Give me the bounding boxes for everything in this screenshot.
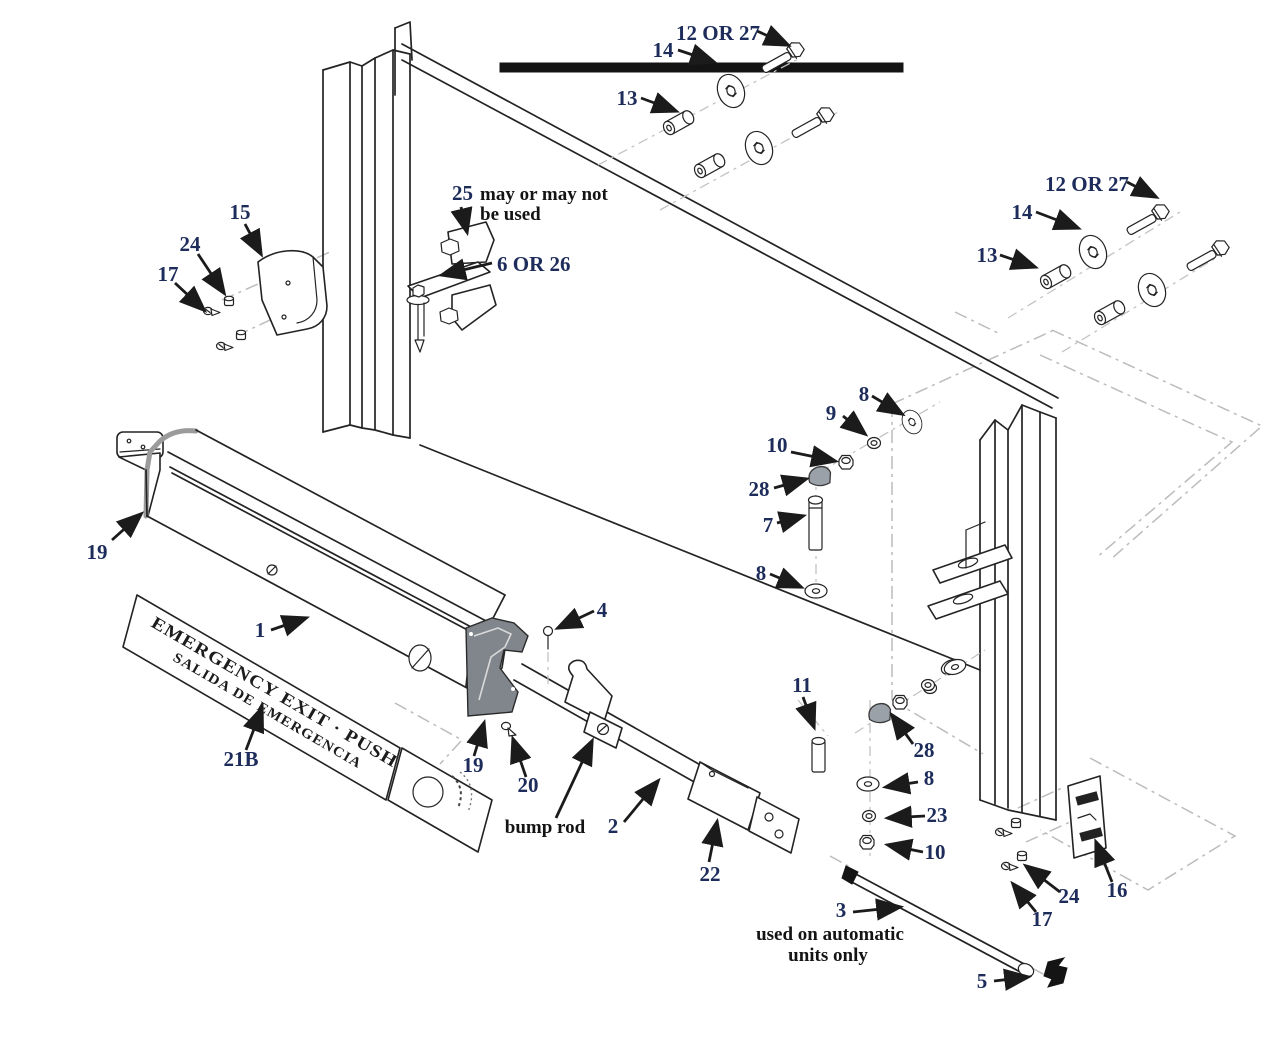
cam-bracket-19 — [465, 617, 529, 717]
screws-17-24-left — [202, 295, 247, 352]
screw-4 — [542, 625, 554, 684]
callout-14-top: 14 — [653, 38, 675, 62]
callout-21b: 21B — [223, 747, 258, 771]
fasteners-right — [1007, 200, 1233, 353]
callout-10-upper: 10 — [767, 433, 788, 457]
callout-4: 4 — [597, 598, 608, 622]
callout-22: 22 — [700, 862, 721, 886]
callout-11: 11 — [792, 673, 812, 697]
decal-line1: EMERGENCY EXIT · PUSH — [148, 612, 402, 771]
callout-24-right: 24 — [1059, 884, 1081, 908]
callout-1: 1 — [255, 618, 266, 642]
callout-7: 7 — [763, 513, 774, 537]
screw-20 — [500, 721, 517, 737]
callout-9: 9 — [826, 401, 837, 425]
post-mounting-tabs — [927, 521, 1013, 620]
callout-15: 15 — [230, 200, 251, 224]
pin-11 — [811, 736, 826, 773]
slider-block-22 — [687, 761, 761, 831]
callout-bump-rod: bump rod — [505, 817, 586, 838]
bump-rod-assembly — [500, 625, 800, 854]
retainer-clip-5 — [1043, 957, 1068, 988]
callout-23: 23 — [927, 803, 948, 827]
callout-5: 5 — [977, 969, 988, 993]
callout-10-lower: 10 — [925, 840, 946, 864]
leader-arrows — [111, 24, 1160, 991]
callout-16: 16 — [1107, 878, 1128, 902]
callout-labels: 12 OR 27 14 13 12 OR 27 14 13 25 may or … — [87, 21, 1130, 993]
keeper-plate-16 — [1067, 775, 1107, 859]
fasteners-top — [597, 38, 839, 211]
hidden-geometry — [221, 251, 1264, 983]
pin-7 — [807, 495, 824, 551]
callout-24-left: 24 — [180, 232, 202, 256]
callout-25-note1: may or may not — [480, 184, 609, 205]
callout-28-lower: 28 — [914, 738, 935, 762]
left-door-post — [322, 49, 411, 439]
fasteners-lower — [797, 649, 986, 860]
callout-3-note1: used on automatic — [756, 924, 904, 945]
callout-12-or-27-top: 12 OR 27 — [676, 21, 760, 45]
callout-25: 25 — [452, 181, 473, 205]
hinge-bracket-assembly — [406, 221, 497, 353]
callout-28-upper: 28 — [749, 477, 770, 501]
end-gasket-19 — [143, 428, 199, 519]
callout-2: 2 — [608, 814, 619, 838]
callout-8-mid: 8 — [756, 561, 767, 585]
right-door-post — [922, 404, 1057, 821]
callout-13-top: 13 — [617, 86, 638, 110]
callout-17-right: 17 — [1032, 907, 1053, 931]
door-panel — [394, 21, 1059, 671]
instruction-plate — [387, 747, 493, 853]
push-bar — [116, 428, 529, 717]
callout-3-note2: units only — [788, 945, 868, 966]
callout-6-or-26: 6 OR 26 — [497, 252, 571, 276]
fasteners-mid — [804, 401, 941, 599]
callout-17-left: 17 — [158, 262, 179, 286]
callout-8-upper: 8 — [859, 382, 870, 406]
callout-19-cam: 19 — [463, 753, 484, 777]
callout-25-note2: be used — [480, 204, 541, 225]
callout-14-right: 14 — [1012, 200, 1034, 224]
callout-12-or-27-right: 12 OR 27 — [1045, 172, 1129, 196]
screws-17-24-right — [994, 817, 1028, 872]
cover-bracket-15 — [257, 249, 328, 336]
door-top-seal-bar — [499, 62, 904, 73]
callout-3: 3 — [836, 898, 847, 922]
callout-13-right: 13 — [977, 243, 998, 267]
callout-8-lower: 8 — [924, 766, 935, 790]
callout-20: 20 — [518, 773, 539, 797]
callout-19-left: 19 — [87, 540, 108, 564]
